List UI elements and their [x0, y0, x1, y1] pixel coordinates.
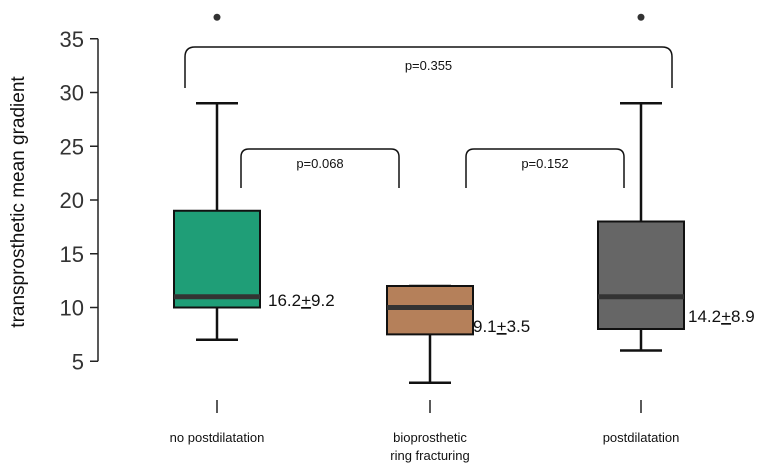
- x-category-label: ring fracturing: [390, 448, 469, 463]
- stat-sd: 9.2: [311, 291, 335, 310]
- x-category-label: postdilatation: [603, 430, 680, 445]
- stat-label: 9.1+3.5: [473, 317, 530, 336]
- comparison-bracket: p=0.152: [465, 148, 625, 188]
- bracket-line: [465, 148, 625, 188]
- p-value-label: p=0.355: [405, 58, 452, 73]
- stat-plus-minus: +: [301, 291, 311, 310]
- y-tick-label: 35: [60, 27, 84, 52]
- outlier-point: [637, 13, 645, 21]
- box-2: 14.2+8.9: [597, 13, 755, 352]
- comparison-brackets: p=0.355 p=0.068 p=0.152: [184, 46, 673, 188]
- x-category-label: bioprosthetic: [393, 430, 467, 445]
- y-tick-label: 20: [60, 188, 84, 213]
- x-category-label: no postdilatation: [170, 430, 265, 445]
- stat-plus-minus: +: [497, 317, 507, 336]
- stat-sd: 3.5: [507, 317, 531, 336]
- y-tick-label: 5: [72, 349, 84, 374]
- y-tick-label: 30: [60, 81, 84, 106]
- y-axis-title: transprosthetic mean gradient: [8, 76, 29, 328]
- box-0: 16.2+9.2: [173, 13, 335, 341]
- y-tick-label: 15: [60, 242, 84, 267]
- stat-mean: 9.1: [473, 317, 497, 336]
- bracket-line: [184, 46, 673, 88]
- bracket-line: [240, 148, 400, 188]
- p-value-label: p=0.068: [296, 156, 343, 171]
- stat-label: 14.2+8.9: [688, 307, 755, 326]
- stat-sd: 8.9: [731, 307, 755, 326]
- y-tick-label: 10: [60, 296, 84, 321]
- outlier-point: [213, 13, 221, 21]
- x-axis: no postdilatation bioprosthetic ring fract…: [170, 400, 680, 463]
- box-1: 9.1+3.5: [386, 284, 530, 384]
- iqr-box: [386, 285, 474, 336]
- stat-mean: 16.2: [268, 291, 301, 310]
- comparison-bracket: p=0.068: [240, 148, 400, 188]
- iqr-box: [173, 209, 261, 309]
- boxes: 16.2+9.29.1+3.514.2+8.9: [173, 13, 755, 384]
- comparison-bracket: p=0.355: [184, 46, 673, 88]
- iqr-box: [597, 220, 685, 330]
- stat-mean: 14.2: [688, 307, 721, 326]
- y-axis: 5 10 15 20 25 30 35: [60, 27, 99, 374]
- y-tick-label: 25: [60, 134, 84, 159]
- stat-plus-minus: +: [721, 307, 731, 326]
- p-value-label: p=0.152: [521, 156, 568, 171]
- stat-label: 16.2+9.2: [268, 291, 335, 310]
